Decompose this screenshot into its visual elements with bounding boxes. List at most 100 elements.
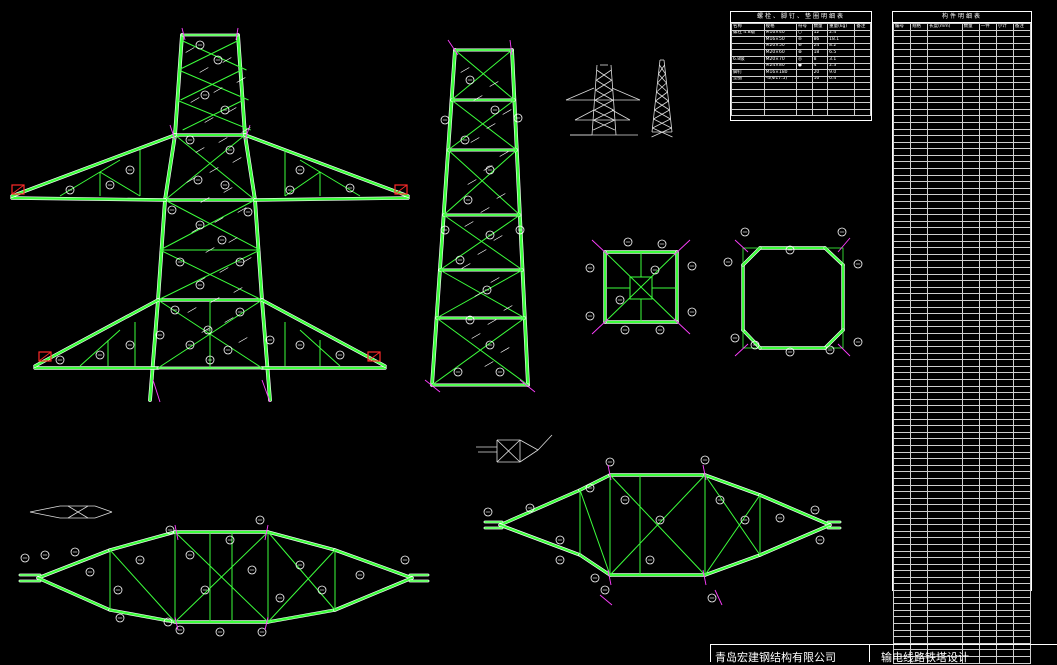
part-number-bubble	[585, 483, 595, 493]
table-row	[892, 194, 1032, 203]
steel-member	[253, 196, 410, 202]
part-number-bubble	[55, 355, 65, 365]
bolt-cell: 4	[811, 62, 829, 71]
bracing-member	[267, 549, 336, 623]
dimension-note	[191, 227, 201, 233]
dimension-note	[480, 207, 490, 213]
bolt-cell	[854, 62, 871, 71]
steel-member	[36, 548, 112, 580]
section-square-a	[585, 237, 697, 335]
table-row	[892, 135, 1032, 143]
bracing-member	[180, 69, 242, 101]
table-row	[892, 491, 1032, 499]
dimension-note	[477, 249, 487, 255]
part-number-bubble	[482, 285, 492, 295]
leader-marker	[152, 379, 161, 403]
table-row	[892, 583, 1032, 592]
table-row	[892, 425, 1032, 433]
dimension-note	[499, 151, 509, 157]
table-row	[892, 438, 1032, 446]
dimension-note	[486, 123, 496, 129]
leader-marker	[235, 27, 239, 41]
part-number-bubble	[175, 625, 185, 635]
bolt-table-title: 螺栓、脚钉、垫圈明细表	[731, 12, 871, 23]
attach-plate-hatch	[394, 184, 408, 195]
dimension-note	[204, 117, 214, 123]
part-number-bubble	[220, 105, 230, 115]
crossarm-thumbnail-line	[67, 505, 89, 519]
bolt-cell: M20×70	[763, 55, 797, 64]
steel-member	[823, 246, 845, 267]
part-number-bubble	[715, 495, 725, 505]
part-number-bubble	[837, 227, 847, 237]
leader-marker	[607, 569, 612, 586]
bolt-cell: 6.5	[827, 49, 856, 57]
steel-member	[243, 133, 257, 202]
part-number-bubble	[645, 555, 655, 565]
part-number-bubble	[465, 75, 475, 85]
bolt-cell	[731, 36, 765, 44]
dimension-note	[483, 165, 493, 171]
bolt-cell: 脚钉	[731, 69, 765, 77]
bolt-cell	[731, 49, 765, 57]
bracing-member	[609, 474, 706, 576]
dimension-note	[190, 97, 200, 103]
part-number-bubble	[700, 455, 710, 465]
table-row	[892, 82, 1032, 90]
bolt-cell: 2.3	[827, 62, 856, 71]
dimension-note	[470, 137, 480, 143]
part-number-bubble	[200, 585, 210, 595]
part-number-bubble	[295, 165, 305, 175]
part-number-bubble	[155, 330, 165, 340]
steel-member	[243, 133, 410, 198]
steel-member	[260, 298, 387, 368]
thumbnail-line	[652, 118, 671, 129]
steel-member	[10, 196, 167, 202]
table-row	[892, 266, 1032, 275]
bracing-member	[439, 269, 526, 319]
steel-member	[430, 48, 457, 387]
part-number-bubble	[170, 305, 180, 315]
bolt-cell	[731, 62, 765, 71]
bolt-cell	[795, 69, 813, 77]
detail-thumbnail-line	[537, 434, 553, 451]
bracing-member	[109, 549, 176, 623]
table-row	[892, 510, 1032, 519]
thumbnail-line	[651, 59, 661, 133]
dimension-note	[232, 157, 242, 163]
dimension-note	[471, 333, 481, 339]
table-row	[892, 253, 1032, 262]
part-number-bubble	[657, 239, 667, 249]
part-number-bubble	[687, 261, 697, 271]
table-row	[892, 161, 1032, 170]
steel-member	[266, 530, 337, 552]
leader-marker	[673, 318, 691, 335]
table-row	[892, 260, 1032, 268]
crossarm-thumbnail-line	[94, 511, 113, 519]
thumbnail-line	[653, 109, 670, 120]
detail-thumbnail-line	[496, 439, 521, 463]
bolt-header-cell: 重量(kg)	[827, 23, 856, 31]
leader-marker	[181, 27, 186, 41]
bolt-header-cell: 备注	[854, 23, 871, 31]
steel-member	[163, 133, 177, 202]
part-number-bubble	[40, 550, 50, 560]
bolt-cell: 8.2	[827, 42, 856, 51]
part-number-bubble	[163, 617, 173, 627]
table-row	[892, 563, 1032, 572]
table-row	[892, 570, 1032, 578]
parts-header-cell: 长度(mm)	[927, 23, 963, 31]
part-number-bubble	[85, 567, 95, 577]
table-row	[892, 247, 1032, 255]
bolt-cell: 8	[811, 55, 829, 64]
part-number-bubble	[853, 259, 863, 269]
table-row	[892, 148, 1032, 156]
table-row	[892, 616, 1032, 625]
part-number-bubble	[195, 40, 205, 50]
bolt-cell: ●	[795, 62, 813, 71]
